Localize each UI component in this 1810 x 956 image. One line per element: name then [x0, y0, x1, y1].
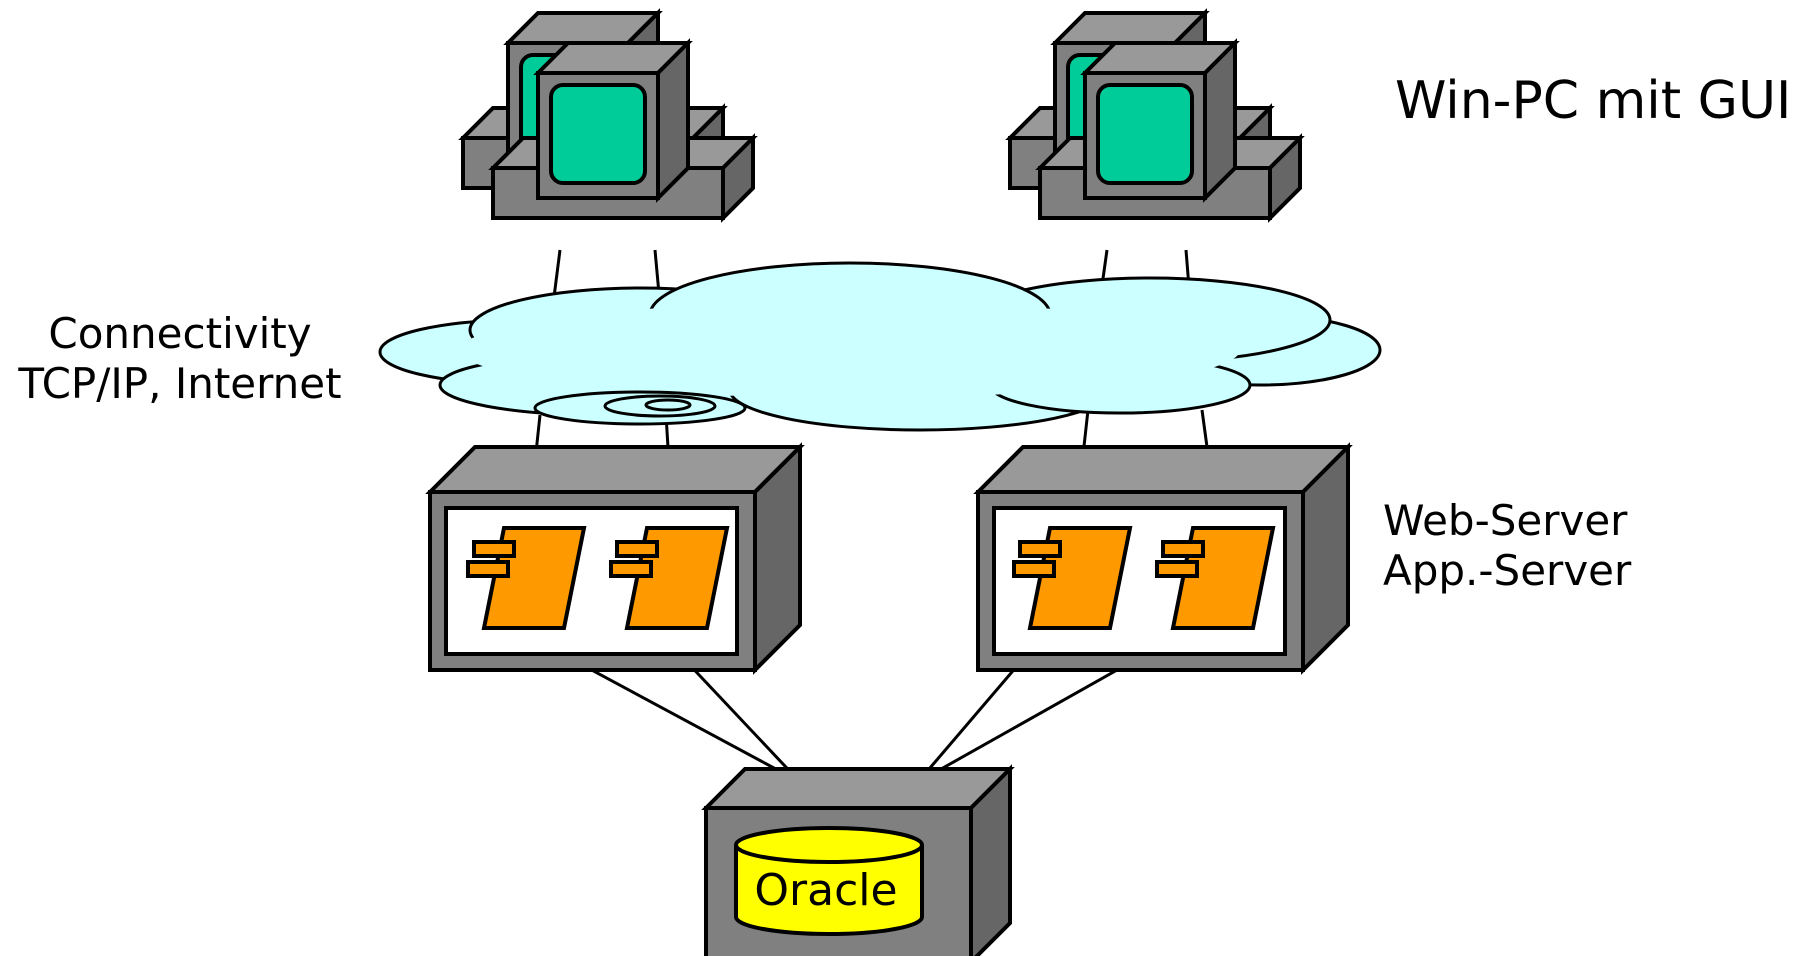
servers-label-line1: Web-Server	[1383, 496, 1628, 545]
network-label-line2: TCP/IP, Internet	[17, 359, 341, 408]
clients-label: Win-PC mit GUI	[1395, 71, 1791, 131]
server-node-right	[973, 442, 1353, 675]
database-label: Oracle	[754, 865, 897, 916]
database-node: Oracle	[701, 764, 1015, 956]
network-label-line1: Connectivity	[48, 309, 311, 358]
server-node-left	[425, 442, 805, 675]
uml-component-icon	[609, 526, 729, 630]
client-pc-right	[1008, 11, 1302, 220]
uml-component-icon	[1012, 526, 1132, 630]
uml-component-icon	[466, 526, 586, 630]
uml-component-icon	[1155, 526, 1275, 630]
client-pc-left	[461, 11, 755, 220]
servers-label-line2: App.-Server	[1383, 546, 1632, 595]
cloud-icon	[378, 261, 1382, 432]
database-cylinder-icon	[734, 826, 924, 936]
